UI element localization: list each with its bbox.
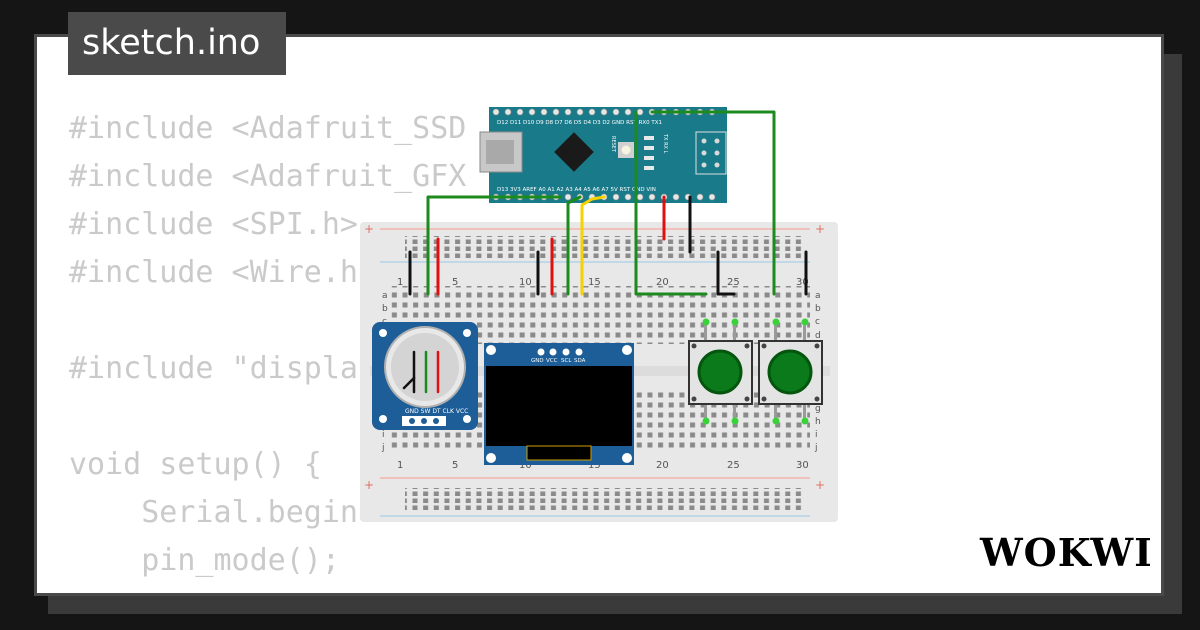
row-letter: j — [381, 443, 385, 453]
row-letter: h — [815, 417, 821, 427]
plus-mark: + — [364, 222, 374, 236]
row-letter: i — [382, 430, 385, 440]
row-letter: c — [815, 317, 820, 327]
led-tx — [644, 136, 654, 140]
code-line: pin_mode(); — [69, 543, 340, 578]
code-line: Serial.begin — [69, 495, 358, 530]
column-number: 25 — [727, 277, 740, 288]
column-number: 30 — [796, 277, 809, 288]
push-button-left[interactable] — [688, 318, 753, 425]
column-number: 15 — [588, 277, 601, 288]
code-line: init_display(); — [69, 585, 466, 593]
code-line: #include "displa — [69, 351, 358, 386]
push-button-right[interactable] — [758, 318, 823, 425]
encoder-pin-label: GND SW DT CLK VCC — [405, 408, 468, 415]
wires — [402, 110, 808, 394]
led-labels: TX RX L — [662, 133, 668, 154]
oled-pin-scl: SCL — [561, 358, 572, 364]
icsp-header — [695, 131, 727, 175]
led-rx — [644, 146, 654, 150]
file-tab[interactable]: sketch.ino — [68, 12, 286, 75]
brand-name: WOKWI — [979, 530, 1150, 575]
code-line: #include <Adafruit_SSD — [69, 111, 467, 146]
oled-display[interactable]: GND VCC SCL SDA — [484, 343, 634, 465]
oled-pin-sda: SDA — [574, 358, 586, 364]
row-letter: g — [815, 404, 821, 414]
row-letter: b — [382, 304, 388, 314]
column-number: 10 — [519, 460, 532, 471]
row-letter: b — [815, 304, 821, 314]
plus-mark: + — [364, 478, 374, 492]
microcontroller-chip — [554, 132, 594, 172]
column-number: 5 — [452, 277, 458, 288]
led-l — [644, 156, 654, 160]
arduino-nano[interactable]: D12 D11 D10 D9 D8 D7 D6 D5 D4 D3 D2 GND … — [479, 107, 727, 203]
code-line: #include <SPI.h> — [69, 207, 358, 242]
row-letter: a — [815, 291, 821, 301]
column-number: 1 — [397, 277, 403, 288]
row-letter: j — [814, 443, 818, 453]
nano-bottom-pin-labels: D13 3V3 AREF A0 A1 A2 A3 A4 A5 A6 A7 5V … — [497, 187, 656, 193]
oled-pin-gnd: GND — [531, 358, 544, 364]
row-letter: d — [815, 331, 821, 341]
code-line: void setup() { — [69, 447, 322, 482]
oled-pin-vcc: VCC — [546, 358, 558, 364]
column-number: 1 — [397, 460, 403, 471]
code-editor: #include <Adafruit_SSD #include <Adafruit… — [69, 105, 467, 593]
plus-mark: + — [815, 222, 825, 236]
oled-screen — [486, 366, 632, 446]
plus-mark: + — [815, 478, 825, 492]
code-line: #include <Adafruit_GFX — [69, 159, 467, 194]
column-number: 5 — [452, 460, 458, 471]
code-line: #include <Wire.h — [69, 255, 358, 290]
row-letter: a — [382, 291, 388, 301]
column-number: 30 — [796, 460, 809, 471]
column-number: 10 — [519, 277, 532, 288]
reset-label: RESET — [610, 136, 616, 153]
led-power — [644, 166, 654, 170]
wokwi-logo: WOKWI — [979, 530, 1150, 575]
column-number: 25 — [727, 460, 740, 471]
column-number: 15 — [588, 460, 601, 471]
row-letter: i — [815, 430, 818, 440]
column-number: 20 — [656, 277, 669, 288]
nano-top-pin-labels: D12 D11 D10 D9 D8 D7 D6 D5 D4 D3 D2 GND … — [497, 120, 662, 126]
column-number: 20 — [656, 460, 669, 471]
